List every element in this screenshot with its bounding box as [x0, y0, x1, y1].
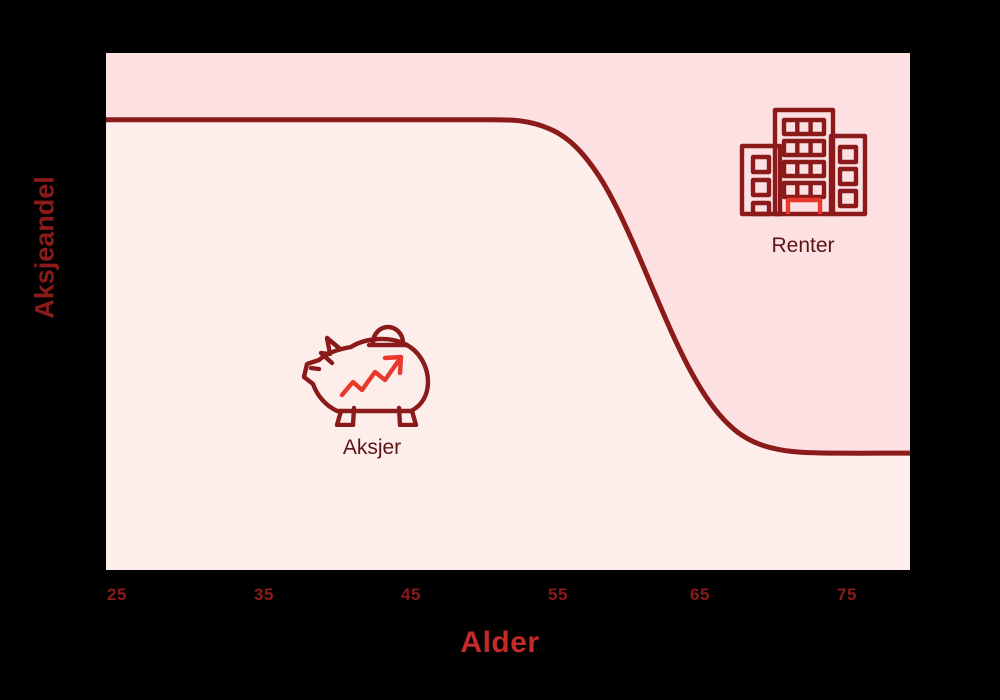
equity-allocation-curve — [106, 117, 910, 456]
plot-area — [106, 53, 910, 570]
x-tick-75: 75 — [837, 585, 857, 604]
x-tick-25: 25 — [107, 585, 127, 604]
annotation-label-aksjer: Aksjer — [342, 436, 402, 459]
piggy-bank-icon — [297, 322, 447, 432]
annotation-label-renter: Renter — [771, 234, 835, 257]
x-axis-title: Alder — [460, 626, 540, 659]
y-axis-title: Aksjeandel — [29, 176, 60, 319]
glidepath-chart-svg — [106, 53, 910, 570]
x-tick-45: 45 — [401, 585, 421, 604]
x-tick-35: 35 — [254, 585, 274, 604]
annotation-aksjer: Aksjer — [297, 322, 447, 460]
x-tick-65: 65 — [690, 585, 710, 604]
area-fill-below-curve — [106, 119, 910, 570]
annotation-renter: Renter — [728, 100, 878, 258]
x-tick-55: 55 — [548, 585, 568, 604]
office-building-icon — [728, 100, 878, 230]
area-fill-above-curve — [106, 53, 910, 454]
